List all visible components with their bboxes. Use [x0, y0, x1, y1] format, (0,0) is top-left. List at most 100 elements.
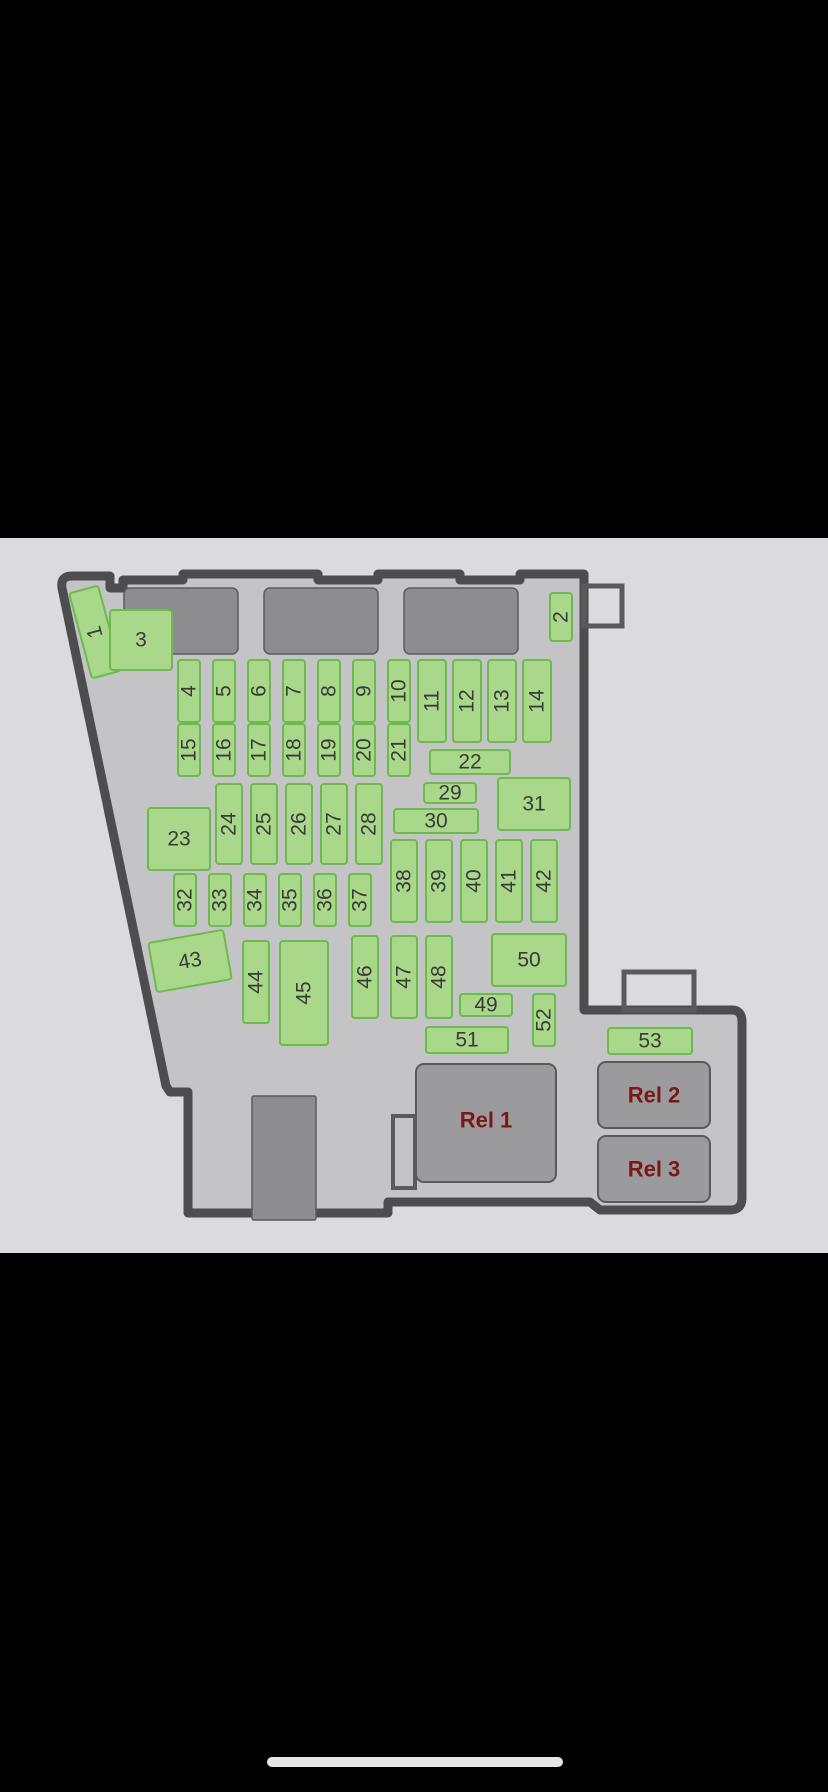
fuse-40-label: 40 [463, 869, 486, 892]
fuse-39-body [425, 839, 453, 923]
fuse-17-body [247, 723, 271, 777]
fuse-35: 35 [278, 873, 302, 927]
fuse-22-label: 22 [458, 751, 481, 774]
fuse-5: 5 [212, 659, 236, 723]
fuse-29: 29 [423, 782, 477, 805]
fuse-30-label: 30 [424, 810, 447, 833]
fuse-48-body [425, 935, 453, 1019]
fuse-20-body [352, 723, 376, 777]
fuse-35-label: 35 [279, 888, 302, 911]
fuse-52-label: 52 [533, 1008, 556, 1031]
fuse-41: 41 [495, 839, 523, 923]
fuse-43-label: 43 [177, 948, 204, 975]
fuse-2-label: 2 [550, 611, 573, 623]
fuse-14-label: 14 [526, 689, 549, 713]
fuse-34-body [243, 873, 267, 927]
fuse-47: 47 [390, 935, 418, 1019]
fuse-45-body [279, 940, 329, 1046]
fuse-24-label: 24 [218, 812, 241, 836]
fuse-41-body [495, 839, 523, 923]
fuse-29-body [423, 782, 477, 804]
fuse-38-body [390, 839, 418, 923]
fuse-43: 43 [147, 929, 233, 993]
fuse-6-label: 6 [248, 685, 271, 697]
fuse-11: 11 [417, 659, 447, 743]
fuse-27-body [320, 783, 348, 865]
fuse-37-label: 37 [349, 888, 372, 911]
fuse-2: 2 [549, 592, 573, 642]
fuse-32-body [173, 873, 197, 927]
fuse-51: 51 [425, 1026, 509, 1054]
fuse-28-body [355, 783, 383, 865]
fuse-16-label: 16 [213, 738, 236, 761]
fuse-1-label: 1 [82, 623, 107, 640]
fuse-26-label: 26 [288, 812, 311, 835]
fuse-5-body [212, 659, 236, 723]
fuse-4: 4 [177, 659, 201, 723]
fuse-13: 13 [487, 659, 517, 743]
fuse-51-label: 51 [455, 1029, 478, 1052]
fuse-15-label: 15 [178, 738, 201, 761]
fuse-29-label: 29 [438, 782, 461, 805]
fuse-3-label: 3 [135, 629, 147, 652]
fuse-3: 3 [109, 609, 173, 671]
fuse-17: 17 [247, 723, 271, 777]
connector-block-bottom [251, 1095, 317, 1221]
fuse-10: 10 [387, 659, 411, 723]
fuse-42: 42 [530, 839, 558, 923]
fuse-31-label: 31 [522, 793, 545, 816]
fuse-18-body [282, 723, 306, 777]
fuse-36-body [313, 873, 337, 927]
fuse-44-body [242, 940, 270, 1024]
fuse-6-body [247, 659, 271, 723]
fuse-2-body [549, 592, 573, 642]
fuse-46-label: 46 [354, 965, 377, 988]
fuse-47-body [390, 935, 418, 1019]
relay-rel-1: Rel 1 [415, 1063, 557, 1183]
fuse-44: 44 [242, 940, 270, 1024]
fuse-45-label: 45 [293, 981, 316, 1004]
fuse-32-label: 32 [174, 888, 197, 911]
fuse-4-label: 4 [178, 685, 201, 697]
fuse-49-body [459, 993, 513, 1017]
fuse-28: 28 [355, 783, 383, 865]
fuse-25: 25 [250, 783, 278, 865]
fuse-22-body [429, 749, 511, 775]
fuse-34: 34 [243, 873, 267, 927]
fuse-11-body [417, 659, 447, 743]
fuse-28-label: 28 [358, 812, 381, 835]
fuse-12-body [452, 659, 482, 743]
fuse-35-body [278, 873, 302, 927]
home-indicator-bar[interactable] [267, 1757, 563, 1767]
relay-rel-1-label: Rel 1 [460, 1108, 513, 1133]
fuse-5-label: 5 [213, 685, 236, 697]
fuse-40: 40 [460, 839, 488, 923]
right-notch-tab [621, 969, 697, 1013]
fuse-30: 30 [393, 808, 479, 834]
fuse-4-body [177, 659, 201, 723]
fuse-8-body [317, 659, 341, 723]
fuse-32: 32 [173, 873, 197, 927]
fuse-13-body [487, 659, 517, 743]
fuse-26-body [285, 783, 313, 865]
relay-rel-3: Rel 3 [597, 1135, 711, 1203]
fuse-21: 21 [387, 723, 411, 777]
fuse-42-body [530, 839, 558, 923]
fuse-16-body [212, 723, 236, 777]
relay-rel-2: Rel 2 [597, 1061, 711, 1129]
fuse-23: 23 [147, 807, 211, 871]
fuse-27: 27 [320, 783, 348, 865]
fuse-23-label: 23 [167, 828, 190, 851]
connector-block-2 [263, 587, 379, 655]
fuse-12-label: 12 [456, 689, 479, 712]
fuse-36: 36 [313, 873, 337, 927]
fuse-7: 7 [282, 659, 306, 723]
fuse-7-body [282, 659, 306, 723]
fuse-50: 50 [491, 933, 567, 987]
fuse-49: 49 [459, 993, 513, 1017]
fuse-42-label: 42 [533, 869, 556, 892]
fuse-23-body [147, 807, 211, 871]
fuse-31: 31 [497, 777, 571, 831]
